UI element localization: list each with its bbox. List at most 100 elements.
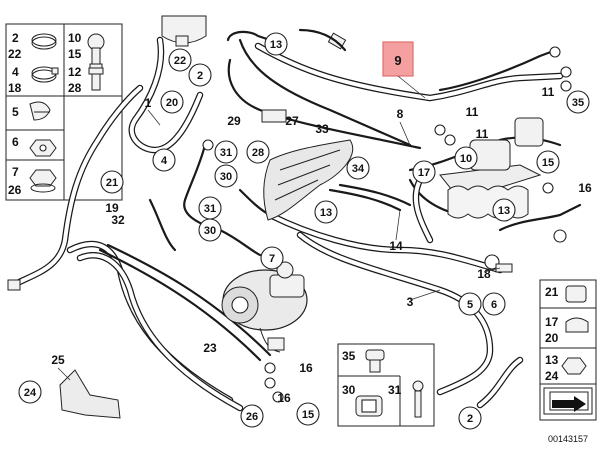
callout-28[interactable]: 28: [246, 140, 270, 164]
callout-6[interactable]: 6: [482, 292, 506, 316]
callout-19[interactable]: 19: [105, 201, 119, 215]
grommet-icon: [565, 317, 589, 333]
legend-label: 15: [68, 47, 82, 61]
callout-29[interactable]: 29: [227, 114, 241, 128]
callouts: 13 22 2 1 20 29 27 33 8 11 11 11 35 10 1…: [18, 32, 592, 430]
legend-label: 20: [545, 331, 559, 345]
svg-text:31: 31: [204, 203, 216, 215]
svg-text:30: 30: [220, 171, 232, 183]
legend-label: 5: [12, 105, 19, 119]
svg-text:28: 28: [252, 147, 264, 159]
svg-text:1: 1: [145, 96, 152, 110]
svg-text:35: 35: [572, 97, 584, 109]
callout-15[interactable]: 15: [536, 150, 560, 174]
svg-text:29: 29: [227, 114, 241, 128]
svg-text:13: 13: [498, 205, 510, 217]
callout-11[interactable]: 11: [466, 105, 479, 119]
callout-7[interactable]: 7: [260, 246, 284, 270]
svg-text:13: 13: [320, 207, 332, 219]
callout-13[interactable]: 13: [264, 32, 288, 56]
reservoir-icon: [161, 15, 207, 47]
bolt-icon: [412, 380, 424, 418]
svg-text:6: 6: [491, 299, 497, 311]
fittings: [202, 46, 572, 403]
catalog-number: 00143157: [548, 434, 588, 444]
callout-14[interactable]: 14: [389, 239, 403, 253]
callout-16[interactable]: 16: [578, 181, 592, 195]
legend-label: 22: [8, 47, 22, 61]
callout-20[interactable]: 20: [160, 90, 184, 114]
callout-13[interactable]: 13: [314, 200, 338, 224]
callout-24[interactable]: 24: [18, 380, 42, 404]
callout-8[interactable]: 8: [397, 107, 404, 121]
callout-17[interactable]: 17: [412, 160, 436, 184]
legend-label: 26: [8, 183, 22, 197]
svg-text:15: 15: [302, 409, 314, 421]
svg-text:22: 22: [174, 55, 186, 67]
svg-text:14: 14: [389, 239, 403, 253]
banjo-bolt-icon: [87, 33, 105, 91]
svg-text:32: 32: [111, 213, 125, 227]
callout-16[interactable]: 16: [277, 391, 291, 405]
svg-text:3: 3: [407, 295, 414, 309]
leader-lines: [57, 109, 501, 381]
callout-34[interactable]: 34: [346, 156, 370, 180]
legend-label: 21: [545, 285, 559, 299]
legend-label: 18: [8, 81, 22, 95]
svg-text:16: 16: [578, 181, 592, 195]
callout-22[interactable]: 22: [168, 48, 192, 72]
callout-31[interactable]: 31: [198, 196, 222, 220]
rack-boot: [447, 185, 529, 219]
legend-label: 24: [545, 369, 559, 383]
callout-27[interactable]: 27: [285, 114, 299, 128]
highlight-box: [382, 41, 414, 77]
svg-text:15: 15: [542, 157, 554, 169]
callout-5[interactable]: 5: [458, 292, 482, 316]
callout-13[interactable]: 13: [492, 198, 516, 222]
legend-label: 30: [342, 383, 356, 397]
callout-33[interactable]: 33: [315, 122, 329, 136]
legend-label: 13: [545, 353, 559, 367]
heat-shield: [263, 139, 354, 221]
svg-text:30: 30: [204, 225, 216, 237]
callout-23[interactable]: 23: [203, 341, 217, 355]
svg-text:8: 8: [397, 107, 404, 121]
callout-3[interactable]: 3: [407, 295, 414, 309]
callout-11[interactable]: 11: [476, 127, 489, 141]
callout-11[interactable]: 11: [542, 85, 555, 99]
svg-text:4: 4: [161, 155, 168, 167]
svg-text:2: 2: [197, 70, 203, 82]
svg-text:11: 11: [466, 105, 479, 119]
callout-30[interactable]: 30: [198, 218, 222, 242]
svg-text:17: 17: [418, 167, 430, 179]
legend-label: 28: [68, 81, 82, 95]
callout-25[interactable]: 25: [51, 353, 65, 367]
callout-10[interactable]: 10: [454, 146, 478, 170]
callout-26[interactable]: 26: [240, 404, 264, 428]
callout-2[interactable]: 2: [458, 406, 482, 430]
callout-31[interactable]: 31: [214, 140, 238, 164]
svg-text:27: 27: [285, 114, 299, 128]
legend-label: 17: [545, 315, 559, 329]
legend-left: 2 10 22 15 4 12 18 28 5 6 7 26: [5, 23, 123, 201]
callout-32[interactable]: 32: [111, 213, 125, 227]
svg-text:33: 33: [315, 122, 329, 136]
svg-text:24: 24: [24, 387, 37, 399]
callout-30[interactable]: 30: [214, 164, 238, 188]
legend-label: 4: [12, 65, 19, 79]
svg-text:5: 5: [467, 299, 473, 311]
callout-35[interactable]: 35: [566, 90, 590, 114]
legend-label: 35: [342, 349, 356, 363]
callout-4[interactable]: 4: [152, 148, 176, 172]
highlight-part-9[interactable]: 9: [382, 41, 426, 99]
callout-15[interactable]: 15: [296, 402, 320, 426]
callout-1[interactable]: 1: [145, 96, 152, 110]
highlight-label: 9: [394, 53, 401, 68]
callout-21[interactable]: 21: [100, 170, 124, 194]
callout-16[interactable]: 16: [299, 361, 313, 375]
callout-18[interactable]: 18: [477, 267, 491, 281]
plug-icon: [365, 349, 385, 373]
callout-2[interactable]: 2: [188, 63, 212, 87]
nut-icon: [29, 139, 57, 157]
